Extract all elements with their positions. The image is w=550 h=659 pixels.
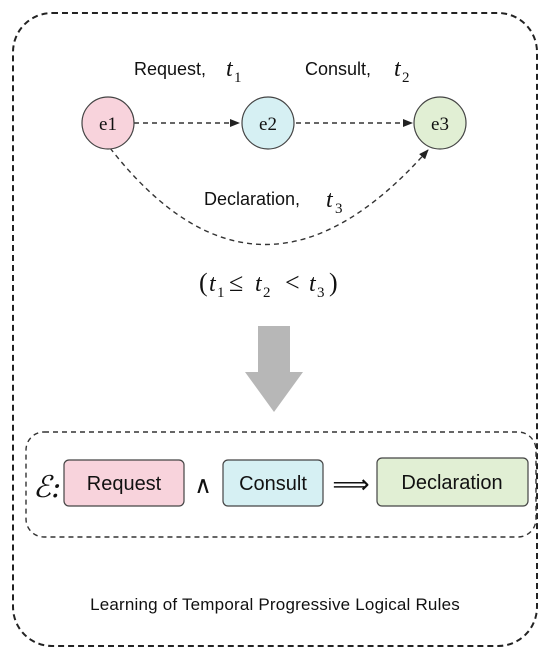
edge-label-declaration-sub: 3 xyxy=(335,201,343,217)
node-e2: e2 xyxy=(241,96,295,150)
rule-request-box xyxy=(63,459,185,507)
rule-consult-label: Consult xyxy=(239,473,307,495)
constraint-close-paren: ) xyxy=(329,268,338,297)
node-e1-circle xyxy=(81,96,135,150)
constraint-t1-sub: 1 xyxy=(217,285,225,301)
outer-frame xyxy=(12,12,538,647)
node-e3-label: e3 xyxy=(431,114,449,135)
rule-declaration: Declaration xyxy=(376,457,529,507)
rule-implies: ⟹ xyxy=(332,470,369,500)
rule-box xyxy=(25,431,537,538)
temporal-constraint: ( t 1 ≤ t 2 < t 3 ) xyxy=(199,268,338,301)
rule-request-label: Request xyxy=(87,473,162,495)
rule-conjunction: ∧ xyxy=(194,471,212,499)
node-e1-label: e1 xyxy=(99,114,117,135)
down-arrow-icon xyxy=(245,326,303,412)
edge-label-request-t: t xyxy=(226,56,234,82)
node-e2-label: e2 xyxy=(259,114,277,135)
edge-label-consult: Consult, t 2 xyxy=(305,56,410,86)
edge-label-consult-sub: 2 xyxy=(402,70,410,86)
edge-label-consult-text: Consult, xyxy=(305,59,371,79)
edge-label-request: Request, t 1 xyxy=(134,56,242,86)
edge-label-declaration-text: Declaration, xyxy=(204,189,300,209)
constraint-open-paren: ( xyxy=(199,268,208,297)
caption: Learning of Temporal Progressive Logical… xyxy=(90,595,460,614)
constraint-t1: t xyxy=(209,271,217,297)
edge-label-declaration-t: t xyxy=(326,187,334,213)
rule-consult-box xyxy=(222,459,324,507)
rule-symbol: ℰ: xyxy=(33,470,61,505)
constraint-t2-sub: 2 xyxy=(263,285,271,301)
constraint-t3: t xyxy=(309,271,317,297)
node-e1: e1 xyxy=(81,96,135,150)
node-e3-circle xyxy=(413,96,467,150)
rule-consult: Consult xyxy=(222,459,324,507)
edge-label-consult-t: t xyxy=(394,56,402,82)
node-e3: e3 xyxy=(413,96,467,150)
rule-declaration-label: Declaration xyxy=(401,472,502,494)
edge-label-request-sub: 1 xyxy=(234,70,242,86)
rule-request: Request xyxy=(63,459,185,507)
constraint-op-lt: < xyxy=(285,268,300,297)
constraint-t3-sub: 3 xyxy=(317,285,325,301)
constraint-op-le: ≤ xyxy=(229,268,243,297)
edge-label-request-text: Request, xyxy=(134,59,206,79)
edge-label-declaration: Declaration, t 3 xyxy=(204,187,343,217)
node-e2-circle xyxy=(241,96,295,150)
rule-declaration-box xyxy=(376,457,529,507)
constraint-t2: t xyxy=(255,271,263,297)
edge-e1-e3 xyxy=(109,147,429,246)
